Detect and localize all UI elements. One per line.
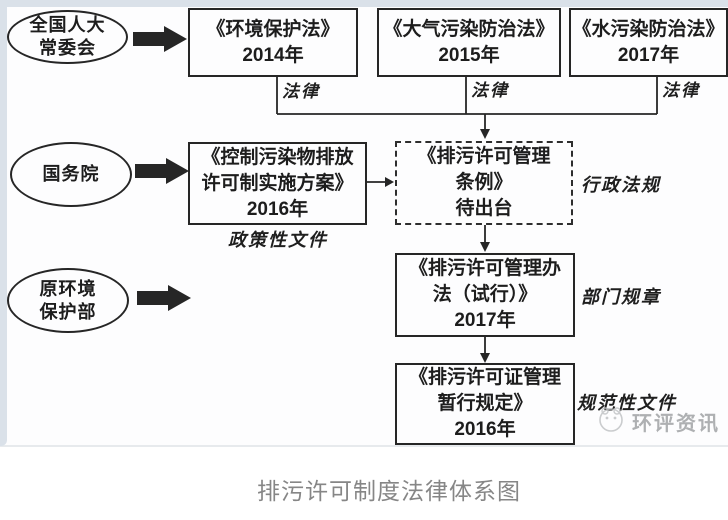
label-law-under-env: 法律 [282,82,320,101]
impl-plan-line1: 《控制污染物排放 [201,146,354,168]
issuer-former-mep-line1: 原环境 [39,278,97,299]
water-law-title: 《水污染防治法》 [572,18,725,40]
air-law-year: 2015年 [438,44,500,66]
issuer-state-council-ellipse: 国务院 [10,142,132,207]
interim-line1: 《排污许可证管理 [408,367,561,388]
impl-plan-year: 2016年 [246,198,309,220]
issuer-former-mep-line2: 保护部 [39,301,97,322]
label-law-under-air: 法律 [471,81,509,100]
regulation-status: 待出台 [455,198,513,219]
box-permit-management-measures: 《排污许可管理办 法（试行）》 2017年 [395,253,575,337]
scan-left-edge-tint [0,0,7,446]
diagram-caption: 排污许可制度法律体系图 [257,478,521,504]
issuer-former-mep-ellipse: 原环境 保护部 [7,268,129,333]
regulation-line1: 《排污许可管理 [417,146,551,167]
box-permit-interim-provisions: 《排污许可证管理 暂行规定》 2016年 [395,363,575,445]
scan-top-edge-tint [0,0,728,7]
box-air-pollution-law: 《大气污染防治法》 2015年 [377,8,561,77]
impl-plan-line2: 许可制实施方案》 [201,172,354,194]
watermark-logo-icon [599,407,623,432]
issuer-state-council-line1: 国务院 [42,164,100,184]
env-law-title: 《环境保护法》 [206,18,340,40]
box-permit-management-regulation: 《排污许可管理 条例》 待出台 [395,141,573,225]
label-policy-document: 政策性文件 [228,230,328,250]
issuer-npcsc-ellipse: 全国人大 常委会 [7,10,128,64]
box-permit-implementation-plan: 《控制污染物排放 许可制实施方案》 2016年 [188,142,367,225]
measures-year: 2017年 [454,310,516,331]
label-normative-document: 规范性文件 [577,393,677,413]
label-administrative-regulation: 行政法规 [581,175,661,195]
measures-line2: 法（试行）》 [432,284,538,305]
interim-year: 2016年 [454,419,516,440]
box-water-pollution-law: 《水污染防治法》 2017年 [569,8,728,77]
label-departmental-rule: 部门规章 [581,287,661,307]
watermark-text: 环评资讯 [632,413,720,435]
water-law-year: 2017年 [617,44,680,66]
label-law-under-water: 法律 [662,81,700,100]
env-law-year: 2014年 [242,44,304,66]
measures-line1: 《排污许可管理办 [408,258,561,279]
box-environment-protection-law: 《环境保护法》 2014年 [188,8,358,77]
regulation-line2: 条例》 [455,172,513,193]
issuer-npcsc-line1: 全国人大 [29,15,106,35]
issuer-npcsc-line2: 常委会 [39,38,96,58]
interim-line2: 暂行规定》 [437,393,533,414]
air-law-title: 《大气污染防治法》 [383,18,555,40]
